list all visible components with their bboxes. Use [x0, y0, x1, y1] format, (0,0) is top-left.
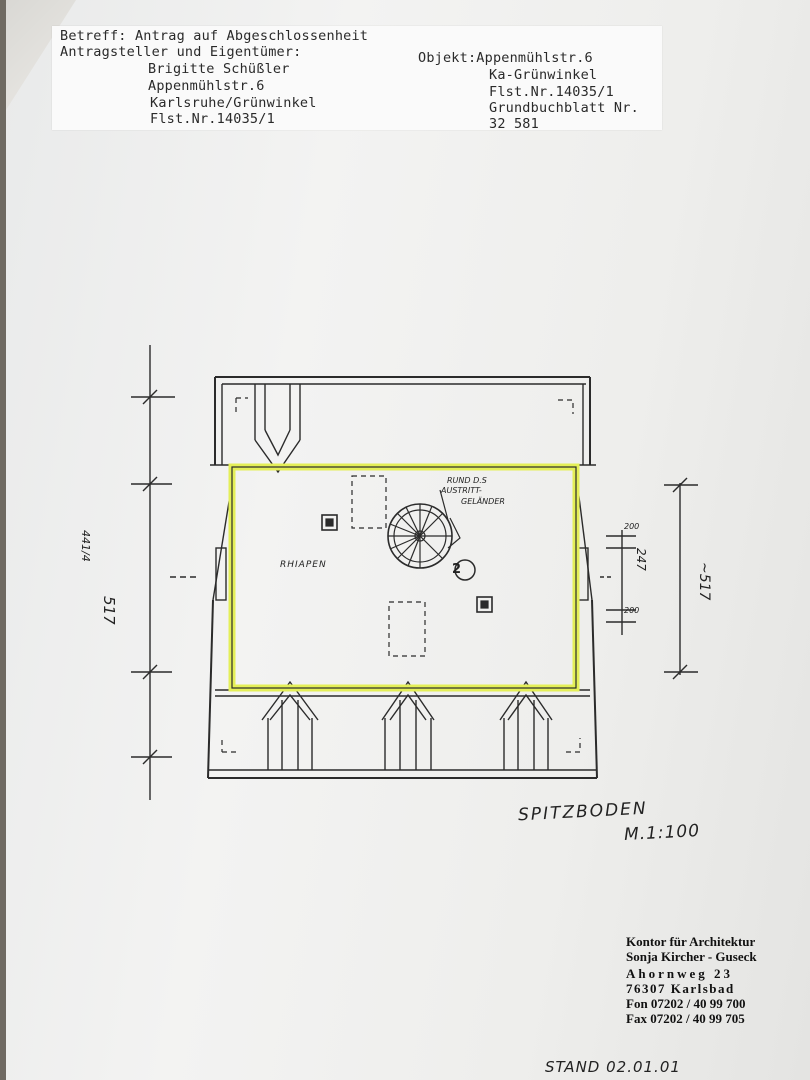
dimension-small-bottom: 200 [624, 606, 640, 615]
highlighted-unit-area [228, 463, 580, 692]
header-applicant-heading: Antragsteller und Eigentümer: [60, 44, 302, 60]
stamp-line-4: 76307 Karlsbad [626, 981, 735, 996]
header-subject: Betreff: Antrag auf Abgeschlossenheit [60, 28, 369, 44]
dimension-left-text: 517 [100, 596, 118, 625]
dormer-left [261, 680, 319, 770]
object-parcel: Flst.Nr.14035/1 [489, 84, 614, 100]
object-address: Objekt:Appenmühlstr.6 [418, 50, 593, 66]
dormer-right [499, 680, 553, 770]
dimension-vertical-note: 441/4 [79, 530, 92, 562]
owner-city: Karlsruhe/Grünwinkel [150, 95, 317, 111]
architect-stamp: Kontor für Architektur Sonja Kircher - G… [626, 934, 810, 1026]
object-district: Ka-Grünwinkel [489, 67, 598, 83]
roof-window-bottom [388, 601, 426, 657]
land-register-label: Grundbuchblatt Nr. [489, 100, 639, 116]
stamp-line-5: Fon 07202 / 40 99 700 [626, 996, 746, 1011]
dormer-middle [381, 680, 435, 770]
owner-name: Brigitte Schüßler [148, 61, 290, 77]
spiral-staircase [387, 489, 461, 569]
unit-number: 2 [452, 562, 462, 577]
owner-parcel: Flst.Nr.14035/1 [150, 111, 275, 127]
owner-street: Appenmühlstr.6 [148, 78, 265, 94]
stamp-line-3: Ahornweg 23 [626, 966, 734, 981]
dimension-right-text: ~517 [696, 562, 712, 601]
stair-note-3: GELÄNDER [461, 497, 505, 506]
plan-scale: M.1:100 [623, 821, 701, 845]
stamp-line-2: Sonja Kircher - Guseck [626, 949, 757, 964]
stair-note-1: RUND D.S [447, 476, 487, 485]
document-sheet [6, 0, 810, 1080]
stamp-line-6: Fax 07202 / 40 99 705 [626, 1011, 745, 1026]
room-label: RHIAPEN [280, 560, 327, 570]
land-register-number: 32 581 [489, 116, 539, 132]
header-label [52, 26, 662, 130]
stair-note-2: AUSTRITT- [441, 486, 482, 495]
dimension-small-top: 200 [624, 522, 640, 531]
stamp-line-1: Kontor für Architektur [626, 934, 756, 949]
roof-window-top [351, 475, 387, 529]
status-date: STAND 02.01.01 [545, 1058, 681, 1076]
dimension-inner-text: 247 [634, 548, 648, 571]
